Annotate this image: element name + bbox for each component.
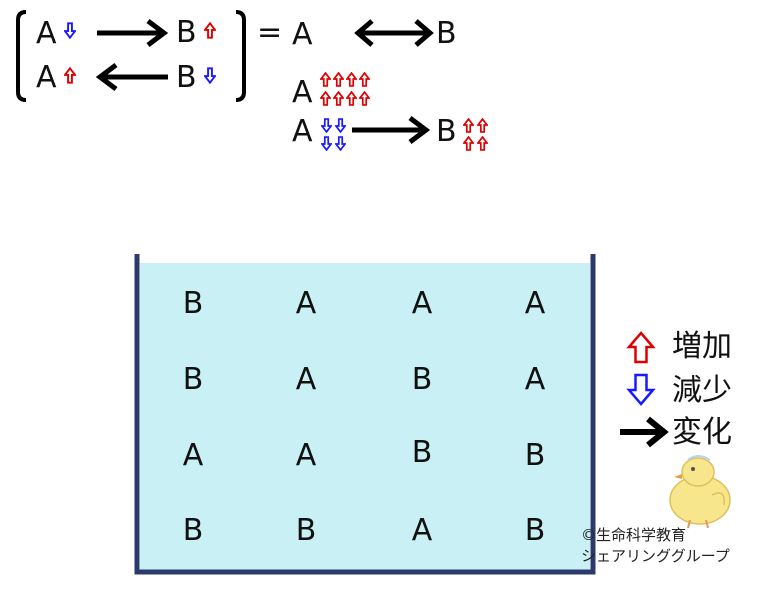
grid-cell: B xyxy=(524,438,546,473)
copyright-line2: シェアリンググループ xyxy=(581,547,730,565)
line4-left: A xyxy=(292,114,313,149)
tank-water xyxy=(140,263,590,570)
grid-cell: B xyxy=(524,513,546,548)
chick-mascot-icon xyxy=(669,455,731,529)
right-arrow-icon xyxy=(352,116,431,144)
double-arrow-icon xyxy=(354,19,434,47)
legend-increase-label: 増加 xyxy=(672,329,732,364)
grid-cell: B xyxy=(182,286,204,321)
grid-cell: B xyxy=(182,513,204,548)
eq-right: B xyxy=(436,16,457,51)
legend-change-label: 変化 xyxy=(672,415,732,450)
eq-left: A xyxy=(292,17,313,52)
legend-decrease-icon xyxy=(626,373,656,406)
grid-cell: A xyxy=(524,362,546,397)
grid-cell: A xyxy=(295,286,317,321)
legend-increase-icon xyxy=(626,331,656,364)
grid-cell: A xyxy=(411,513,433,548)
eq-row2-left: A xyxy=(36,60,57,95)
grid-cell: B xyxy=(182,362,204,397)
eq-row1-right: B xyxy=(176,15,197,50)
equals-sign: = xyxy=(257,15,283,50)
eq-row2-right: B xyxy=(176,60,197,95)
grid-cell: B xyxy=(411,362,433,397)
eq-row1-left: A xyxy=(36,16,57,51)
left-bracket xyxy=(16,10,27,102)
grid-cell: B xyxy=(411,435,433,470)
copyright-line1: ©生命科学教育 xyxy=(581,526,687,544)
right-bracket xyxy=(235,10,246,102)
grid-cell: A xyxy=(295,362,317,397)
grid-cell: A xyxy=(411,286,433,321)
legend-change-icon xyxy=(620,416,669,448)
grid-cell: A xyxy=(524,286,546,321)
grid-cell: A xyxy=(182,438,204,473)
right-arrow-icon xyxy=(97,19,169,47)
legend-decrease-label: 減少 xyxy=(672,373,732,408)
grid-cell: A xyxy=(295,438,317,473)
line3-left: A xyxy=(292,75,313,110)
line4-right: B xyxy=(436,114,457,149)
left-arrow-icon xyxy=(95,63,168,91)
grid-cell: B xyxy=(295,513,317,548)
